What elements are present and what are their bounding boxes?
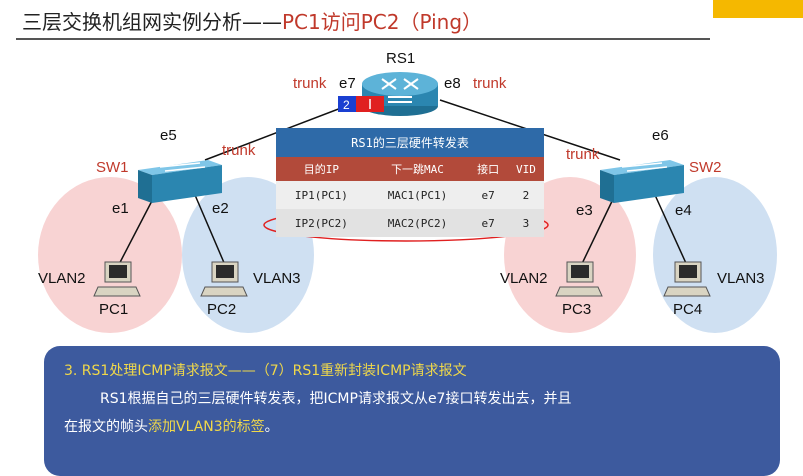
table-row: IP1(PC1) MAC1(PC1) e7 2 (276, 181, 544, 209)
vlan3-zone-right (653, 177, 777, 333)
panel-text-line2: RS1根据自己的三层硬件转发表，把ICMP请求报文从e7接口转发出去，并且 (100, 391, 572, 407)
pc3-label: PC3 (562, 301, 592, 318)
table-caption: RS1的三层硬件转发表 (276, 128, 544, 157)
frame-tag-vid-text: 2 (343, 98, 350, 112)
vlan2-label-right: VLAN2 (500, 270, 548, 287)
table-header: VID (507, 157, 544, 181)
pc4-icon (663, 261, 711, 297)
title-highlight: PC1访问PC2（Ping） (282, 10, 483, 34)
link-sw2-pc3 (577, 194, 616, 273)
trunk-label-sw2: trunk (566, 146, 600, 163)
table-cell: e7 (468, 181, 508, 209)
port-e8-label: e8 (444, 75, 461, 92)
link-sw2-pc4 (654, 194, 691, 273)
port-e7-label: e7 (339, 75, 356, 92)
vlan2-zone-left (38, 177, 182, 333)
trunk-label-sw1: trunk (222, 142, 256, 159)
panel-text-highlight: 添加VLAN3的标签 (148, 419, 265, 435)
pc1-label: PC1 (99, 301, 129, 318)
pc2-label: PC2 (207, 301, 237, 318)
panel-text-line3: 在报文的帧头添加VLAN3的标签。 (64, 416, 279, 436)
table-cell: 2 (507, 181, 544, 209)
pc3-icon (555, 261, 603, 297)
port-e5-label: e5 (160, 127, 177, 144)
table-cell: IP1(PC1) (276, 181, 367, 209)
port-e3-label: e3 (576, 202, 593, 219)
pc4-label: PC4 (673, 301, 703, 318)
panel-text-line3-a: 在报文的帧头 (64, 419, 148, 435)
page-title: 三层交换机组网实例分析——PC1访问PC2（Ping） (22, 6, 482, 35)
table-cell: MAC1(PC1) (366, 181, 469, 209)
table-header: 目的IP (276, 157, 367, 181)
panel-heading: 3. RS1处理ICMP请求报文——（7）RS1重新封装ICMP请求报文 (64, 363, 467, 379)
trunk-label-e8: trunk (473, 75, 507, 92)
trunk-label-e7: trunk (293, 75, 327, 92)
network-diagram: 2 (38, 72, 777, 333)
port-e4-label: e4 (675, 202, 692, 219)
table-header: 下一跳MAC (366, 157, 469, 181)
table-cell: IP2(PC2) (276, 209, 367, 237)
table-cell: 3 (507, 209, 544, 237)
link-sw1-pc1 (114, 194, 156, 273)
table-cell: e7 (468, 209, 508, 237)
pc1-icon (93, 261, 141, 297)
table-row: IP2(PC2) MAC2(PC2) e7 3 (276, 209, 544, 237)
title-main: 三层交换机组网实例分析—— (22, 10, 282, 34)
panel-text-line3-c: 。 (264, 419, 279, 435)
switch-sw2-icon (600, 160, 684, 203)
switch-sw1-icon (138, 160, 222, 203)
forwarding-table: RS1的三层硬件转发表 目的IP 下一跳MAC 接口 VID IP1(PC1) … (276, 128, 544, 237)
port-e2-label: e2 (212, 200, 229, 217)
frame-tag-vid (338, 96, 356, 112)
vlan2-label-left: VLAN2 (38, 270, 86, 287)
corner-accent (713, 0, 803, 18)
port-e6-label: e6 (652, 127, 669, 144)
table-header: 接口 (468, 157, 508, 181)
explanation-panel: 3. RS1处理ICMP请求报文——（7）RS1重新封装ICMP请求报文 RS1… (44, 346, 780, 476)
rs1-label: RS1 (386, 50, 416, 67)
vlan3-label-left: VLAN3 (253, 270, 301, 287)
pc2-icon (200, 261, 248, 297)
port-e1-label: e1 (112, 200, 129, 217)
table-cell: MAC2(PC2) (366, 209, 469, 237)
link-sw1-pc2 (194, 194, 229, 273)
vlan3-label-right: VLAN3 (717, 270, 765, 287)
sw1-label: SW1 (96, 159, 129, 176)
sw2-label: SW2 (689, 159, 722, 176)
title-underline (16, 38, 710, 40)
